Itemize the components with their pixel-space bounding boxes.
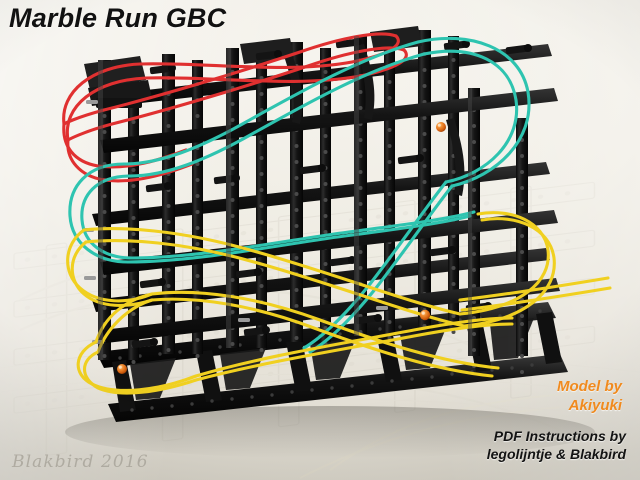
tower-2 — [162, 54, 203, 358]
yellow-track — [66, 211, 612, 395]
tower-1 — [98, 60, 139, 364]
floor-shadow — [65, 406, 595, 458]
model-credit-line2: Akiyuki — [568, 396, 622, 414]
tower-3 — [226, 48, 267, 352]
beam-highlights — [98, 36, 472, 360]
page-title: Marble Run GBC — [9, 3, 227, 33]
pdf-credit: PDF Instructions by legolijntje & Blakbi… — [366, 428, 626, 464]
marble-lower-left — [117, 364, 127, 374]
marble-upper-right — [436, 122, 446, 132]
model-credit: Model by Akiyuki — [392, 378, 622, 416]
red-track — [62, 32, 408, 183]
pdf-credit-line1: PDF Instructions by — [493, 428, 626, 444]
marble-mid-right — [419, 309, 431, 321]
tower-8 — [516, 118, 528, 374]
track-clip-holders — [82, 38, 532, 349]
pdf-credit-line2: legolijntje & Blakbird — [486, 445, 626, 462]
model-credit-line1: Model by — [556, 378, 622, 395]
horizontal-beams-front — [100, 88, 560, 343]
photographer-watermark: Blakbird 2016 — [12, 452, 149, 472]
marbles — [117, 122, 446, 374]
